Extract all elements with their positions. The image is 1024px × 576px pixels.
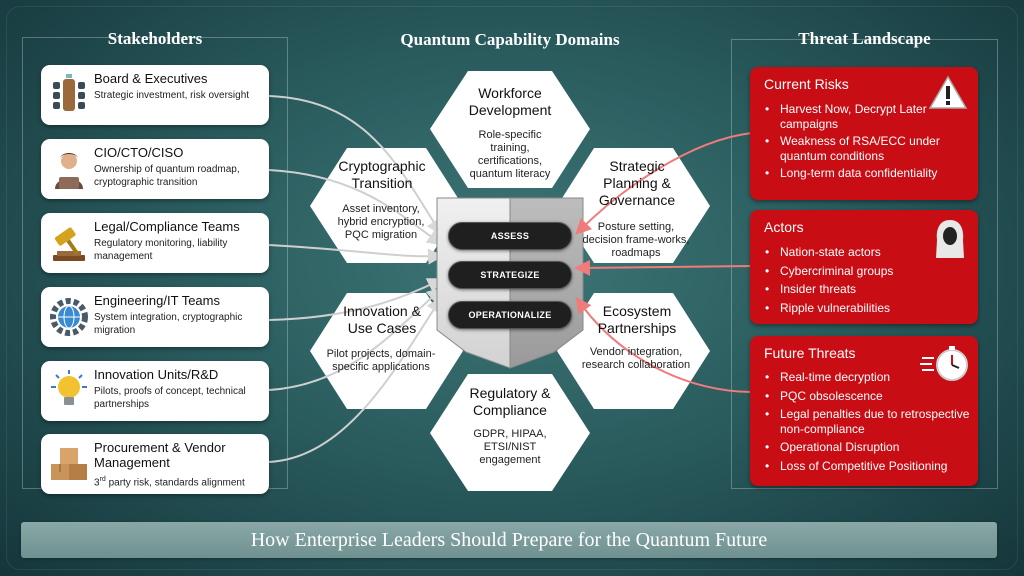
stakeholder-title: CIO/CTO/CISO bbox=[94, 145, 184, 160]
threat-items: Nation-state actors Cybercriminal groups… bbox=[764, 245, 970, 315]
stakeholder-card-procurement: Procurement & Vendor Management 3rd part… bbox=[41, 434, 269, 494]
domain-innovation-desc: Pilot projects, domain-specific applicat… bbox=[326, 348, 436, 373]
threat-title: Current Risks bbox=[764, 76, 849, 92]
domain-regulatory-desc: GDPR, HIPAA, ETSI/NIST engagement bbox=[473, 428, 547, 466]
threat-item: Legal penalties due to retrospective non… bbox=[764, 407, 970, 436]
threat-item: Ripple vulnerabilities bbox=[764, 301, 970, 316]
threat-card-actors: Actors Nation-state actors Cybercriminal… bbox=[750, 210, 978, 324]
boxes-icon bbox=[51, 448, 87, 480]
threat-card-current-risks: Current Risks Harvest Now, Decrypt Later… bbox=[750, 67, 978, 200]
stakeholder-desc: Pilots, proofs of concept, technical par… bbox=[94, 386, 246, 410]
domains-heading: Quantum Capability Domains bbox=[400, 30, 620, 49]
threat-landscape-heading: Threat Landscape bbox=[798, 29, 931, 48]
threat-card-future-threats: Future Threats Real-time decryption PQC … bbox=[750, 336, 978, 486]
threat-item: Nation-state actors bbox=[764, 245, 970, 260]
stakeholder-desc: 3rd party risk, standards alignment bbox=[94, 473, 263, 489]
stakeholder-card-cio: CIO/CTO/CISO Ownership of quantum roadma… bbox=[41, 139, 269, 199]
domain-ecosystem-title: Ecosystem Partnerships bbox=[597, 303, 677, 336]
stakeholder-card-board: Board & Executives Strategic investment,… bbox=[41, 65, 269, 125]
stakeholder-desc-prefix: 3 bbox=[94, 477, 100, 489]
gavel-icon bbox=[53, 227, 85, 261]
threat-item: Weakness of RSA/ECC under quantum condit… bbox=[764, 134, 970, 163]
lightbulb-icon bbox=[51, 370, 87, 405]
stakeholder-title: Legal/Compliance Teams bbox=[94, 219, 240, 234]
stakeholder-title: Engineering/IT Teams bbox=[94, 293, 220, 308]
stakeholder-card-innovation: Innovation Units/R&D Pilots, proofs of c… bbox=[41, 361, 269, 421]
stakeholder-desc: System integration, cryptographic migrat… bbox=[94, 312, 243, 336]
threat-item: Cybercriminal groups bbox=[764, 264, 970, 279]
title-banner: How Enterprise Leaders Should Prepare fo… bbox=[21, 522, 997, 558]
stakeholder-title: Innovation Units/R&D bbox=[94, 367, 219, 382]
stakeholder-desc: Strategic investment, risk oversight bbox=[94, 90, 250, 101]
threat-item: Loss of Competitive Positioning bbox=[764, 459, 970, 474]
hex-workforce bbox=[430, 71, 590, 188]
threat-item: Insider threats bbox=[764, 282, 970, 297]
domain-regulatory-title: Regulatory & Compliance bbox=[469, 385, 551, 418]
domain-strategic-desc: Posture setting, decision frame-works, r… bbox=[582, 221, 690, 259]
stakeholder-desc: Regulatory monitoring, liability managem… bbox=[94, 238, 228, 262]
domain-workforce-title: Workforce Development bbox=[468, 85, 552, 118]
threat-landscape-panel bbox=[731, 39, 998, 489]
stakeholder-desc-rest: party risk, standards alignment bbox=[105, 477, 245, 489]
stakeholder-desc-sup: rd bbox=[99, 476, 106, 483]
stakeholder-title: Procurement & Vendor Management bbox=[94, 440, 226, 470]
threat-item: PQC obsolescence bbox=[764, 389, 970, 404]
stakeholder-card-engineering: Engineering/IT Teams System integration,… bbox=[41, 287, 269, 347]
stakeholder-card-legal: Legal/Compliance Teams Regulatory monito… bbox=[41, 213, 269, 273]
threat-items: Harvest Now, Decrypt Later campaigns Wea… bbox=[764, 102, 970, 181]
threat-item: Real-time decryption bbox=[764, 370, 970, 385]
threat-title: Actors bbox=[764, 219, 804, 235]
stakeholder-title: Board & Executives bbox=[94, 71, 208, 86]
page-frame bbox=[6, 6, 1018, 570]
domain-crypto-desc: Asset inventory, hybrid encryption, PQC … bbox=[337, 203, 425, 241]
phase-assess: ASSESS bbox=[448, 222, 572, 250]
domain-crypto-title: Cryptographic Transition bbox=[338, 158, 426, 191]
threat-item: Harvest Now, Decrypt Later campaigns bbox=[764, 102, 970, 131]
gear-globe-icon bbox=[50, 298, 88, 336]
domain-strategic-title: Strategic Planning & Governance bbox=[598, 158, 676, 208]
executive-icon bbox=[55, 153, 83, 189]
threat-item: Operational Disruption bbox=[764, 440, 970, 455]
phase-strategize: STRATEGIZE bbox=[448, 261, 572, 289]
domain-innovation-title: Innovation & Use Cases bbox=[343, 303, 421, 336]
stakeholders-heading: Stakeholders bbox=[107, 29, 203, 48]
hex-strategic bbox=[557, 148, 710, 263]
threat-items: Real-time decryption PQC obsolescence Le… bbox=[764, 370, 970, 473]
phase-operationalize: OPERATIONALIZE bbox=[448, 301, 572, 329]
domain-ecosystem-desc: Vendor integration, research collaborati… bbox=[581, 346, 691, 371]
boardroom-icon bbox=[53, 74, 85, 111]
hex-regulatory bbox=[430, 374, 590, 491]
stakeholder-desc: Ownership of quantum roadmap, cryptograp… bbox=[94, 164, 240, 188]
domain-workforce-desc: Role-specific training, certifications, … bbox=[469, 129, 551, 180]
threat-item: Long-term data confidentiality bbox=[764, 166, 970, 181]
threat-title: Future Threats bbox=[764, 345, 856, 361]
